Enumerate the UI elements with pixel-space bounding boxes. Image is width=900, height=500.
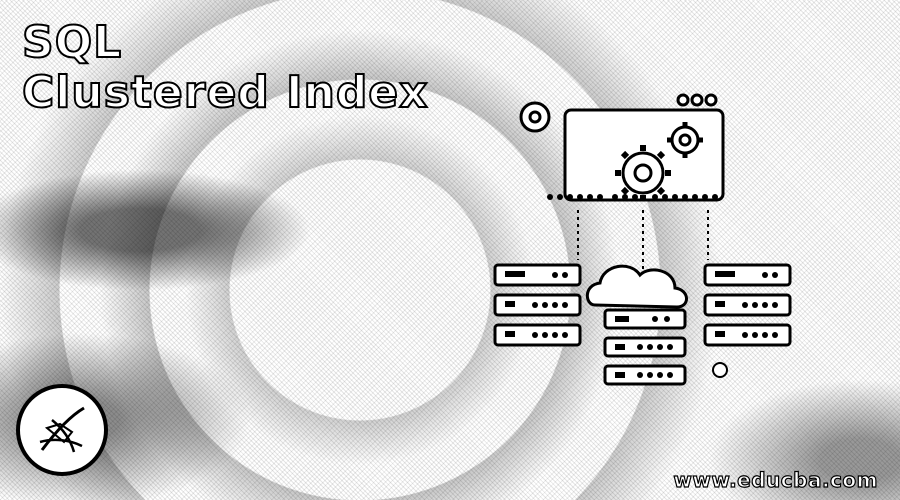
page-title: SQL Clustered Index <box>21 17 429 119</box>
server-stack-center <box>603 308 687 386</box>
gear-icon <box>519 101 551 133</box>
sql-server-logo-icon <box>16 384 108 476</box>
title-line-2: Clustered Index <box>21 67 429 119</box>
gear-icon <box>615 145 671 201</box>
gear-icon <box>667 122 703 158</box>
title-line-1: SQL <box>21 17 123 69</box>
website-url: www.educba.com <box>673 467 878 492</box>
database-servers-illustration <box>493 93 792 386</box>
cloud-icon <box>585 264 688 309</box>
